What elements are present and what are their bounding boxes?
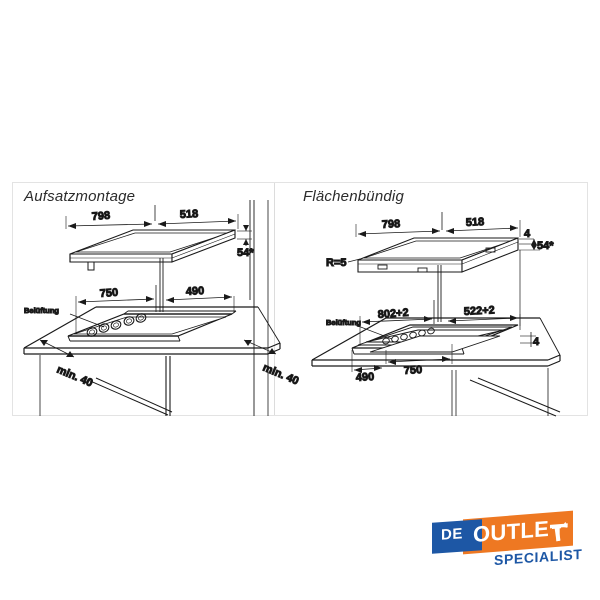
panel-title-aufsatzmontage: Aufsatzmontage: [24, 188, 136, 205]
brand-logo: DE OUTLE SPECIALIST: [428, 510, 586, 570]
panel-divider: [274, 183, 275, 415]
panel-title-flaechenbuendig: Flächenbündig: [303, 188, 405, 205]
logo-de-text: DE: [441, 525, 463, 544]
logo-arrow-icon: [550, 521, 568, 542]
drawing-frame: [12, 182, 588, 416]
